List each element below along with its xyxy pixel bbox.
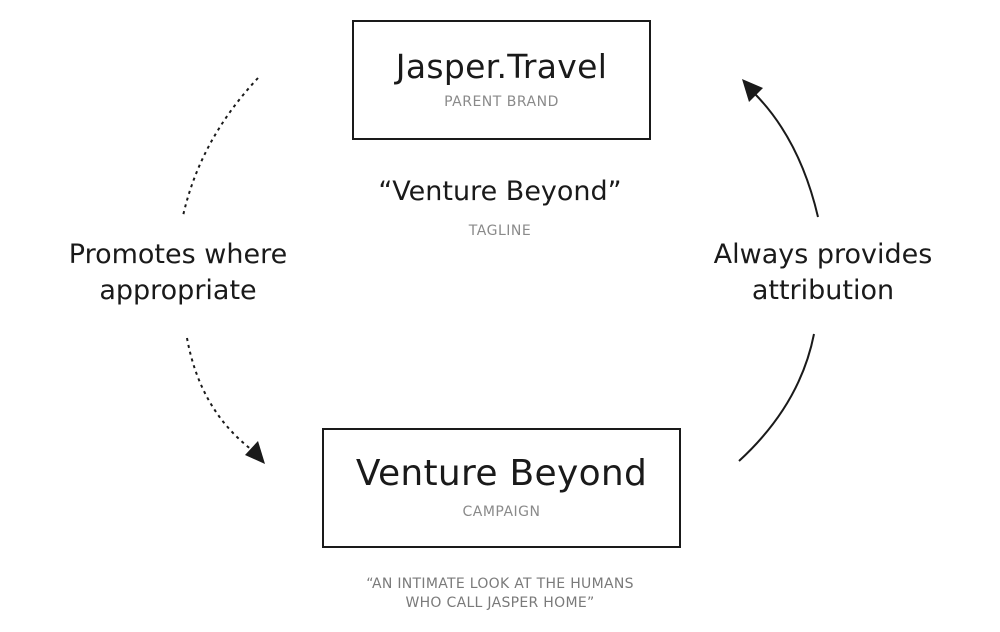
- promotes-arrowhead-icon: [245, 441, 265, 464]
- tagline-block: “Venture Beyond” TAGLINE: [300, 176, 700, 239]
- tagline-quote: “Venture Beyond”: [378, 176, 622, 207]
- attribution-arc-lower: [738, 333, 815, 462]
- campaign-description-line2: WHO CALL JASPER HOME”: [405, 595, 595, 611]
- parent-brand-title: Jasper.Travel: [395, 47, 608, 86]
- promotes-label-line1: Promotes where: [68, 239, 288, 270]
- promotes-arc-lower: [186, 337, 253, 451]
- attribution-arrowhead-icon: [742, 79, 763, 102]
- campaign-label: CAMPAIGN: [462, 504, 541, 520]
- attribution-label: Always provides attribution: [673, 237, 973, 309]
- tagline-label: TAGLINE: [468, 223, 532, 239]
- attribution-label-line2: attribution: [751, 275, 895, 306]
- campaign-description-line1: “AN INTIMATE LOOK AT THE HUMANS: [366, 576, 634, 592]
- campaign-description: “AN INTIMATE LOOK AT THE HUMANS WHO CALL…: [300, 575, 700, 613]
- campaign-title: Venture Beyond: [355, 453, 648, 494]
- campaign-box: Venture Beyond CAMPAIGN: [322, 428, 681, 548]
- promotes-label-line2: appropriate: [99, 275, 257, 306]
- attribution-arc-upper: [754, 93, 819, 218]
- promotes-label: Promotes where appropriate: [28, 237, 328, 309]
- parent-brand-box: Jasper.Travel PARENT BRAND: [352, 20, 651, 140]
- attribution-label-line1: Always provides: [713, 239, 933, 270]
- parent-brand-label: PARENT BRAND: [444, 94, 559, 110]
- promotes-arc-upper: [182, 77, 259, 217]
